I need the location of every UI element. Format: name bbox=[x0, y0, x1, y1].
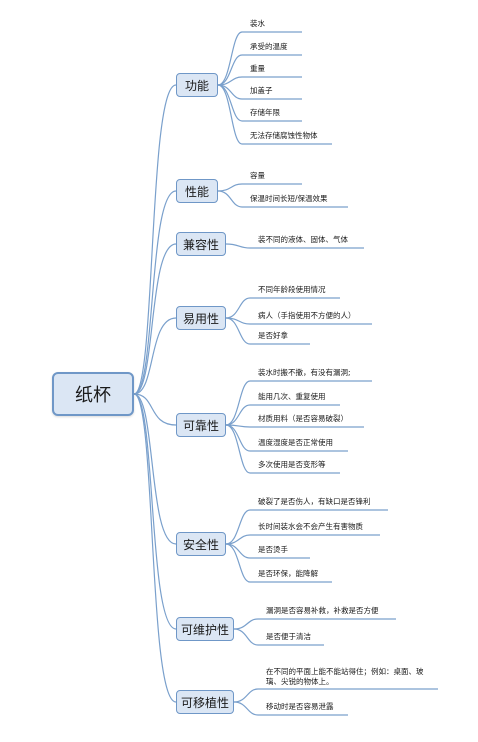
leaf-node[interactable]: 能用几次、重复使用 bbox=[258, 392, 326, 401]
branch-to-leaf-line bbox=[225, 543, 332, 583]
branch-to-leaf-line bbox=[217, 190, 348, 208]
branch-to-leaf-line bbox=[225, 424, 340, 474]
leaf-node[interactable]: 加盖子 bbox=[250, 86, 273, 95]
leaf-node[interactable]: 保温时间长短/保温效果 bbox=[250, 194, 328, 203]
branch-to-leaf-line bbox=[233, 701, 348, 716]
branch-to-leaf-line bbox=[217, 31, 302, 86]
leaf-node[interactable]: 存储年限 bbox=[250, 108, 280, 117]
leaf-node[interactable]: 破裂了是否伤人，有缺口是否锋利 bbox=[258, 497, 371, 506]
leaf-node[interactable]: 装水时搬不撒，有没有漏洞; bbox=[258, 368, 351, 377]
leaf-node[interactable]: 容量 bbox=[250, 171, 265, 180]
leaf-node[interactable]: 温度湿度是否正常使用 bbox=[258, 438, 333, 447]
branch-node[interactable]: 功能 bbox=[176, 73, 218, 97]
leaf-node[interactable]: 不同年龄段使用情况 bbox=[258, 285, 326, 294]
branch-to-leaf-line bbox=[225, 380, 372, 426]
leaf-node[interactable]: 是否便于清洁 bbox=[266, 632, 311, 641]
leaf-node[interactable]: 在不同的平面上能不能站得住；例如：桌面、玻璃、尖锐的物体上。 bbox=[266, 667, 424, 686]
root-to-branch-line bbox=[133, 317, 177, 395]
leaf-node[interactable]: 无法存储腐蚀性物体 bbox=[250, 131, 318, 140]
branch-to-leaf-line bbox=[233, 618, 396, 630]
leaf-node[interactable]: 材质用料（是否容易破裂） bbox=[258, 414, 348, 423]
leaf-node[interactable]: 病人（手指使用不方便的人） bbox=[258, 311, 356, 320]
branch-to-leaf-line bbox=[217, 84, 332, 145]
branch-to-leaf-line bbox=[225, 424, 364, 428]
root-to-branch-line bbox=[133, 393, 177, 630]
branch-node[interactable]: 易用性 bbox=[176, 306, 226, 330]
root-to-branch-line bbox=[133, 393, 177, 426]
leaf-node[interactable]: 漏洞是否容易补救，补救是否方便 bbox=[266, 606, 379, 615]
leaf-node[interactable]: 装不同的液体、固体、气体 bbox=[258, 235, 348, 244]
branch-node[interactable]: 兼容性 bbox=[176, 232, 226, 256]
leaf-node[interactable]: 承受的温度 bbox=[250, 42, 288, 51]
root-to-branch-line bbox=[133, 393, 177, 703]
leaf-node[interactable]: 是否环保，能降解 bbox=[258, 569, 318, 578]
branch-node[interactable]: 性能 bbox=[176, 179, 218, 203]
branch-to-leaf-line bbox=[225, 297, 340, 319]
leaf-node[interactable]: 装水 bbox=[250, 19, 265, 28]
branch-to-leaf-line bbox=[225, 317, 310, 345]
leaf-node[interactable]: 多次使用是否变形等 bbox=[258, 460, 326, 469]
branch-to-leaf-line bbox=[225, 243, 364, 249]
leaf-node[interactable]: 是否烫手 bbox=[258, 545, 288, 554]
leaf-node[interactable]: 长时间装水会不会产生有害物质 bbox=[258, 522, 363, 531]
branch-to-leaf-line bbox=[233, 628, 324, 646]
leaf-node[interactable]: 是否好拿 bbox=[258, 331, 288, 340]
branch-to-leaf-line bbox=[233, 688, 438, 703]
branch-to-leaf-line bbox=[217, 54, 302, 86]
root-to-branch-line bbox=[133, 393, 177, 545]
branch-node[interactable]: 安全性 bbox=[176, 532, 226, 556]
branch-node[interactable]: 可维护性 bbox=[176, 617, 234, 641]
branch-to-leaf-line bbox=[225, 509, 388, 545]
root-to-branch-line bbox=[133, 190, 177, 395]
branch-to-leaf-line bbox=[225, 404, 340, 426]
leaf-node[interactable]: 移动时是否容易泄露 bbox=[266, 702, 334, 711]
root-to-branch-line bbox=[133, 84, 177, 395]
branch-node[interactable]: 可移植性 bbox=[176, 690, 234, 714]
branch-to-leaf-line bbox=[225, 534, 380, 545]
root-node[interactable]: 纸杯 bbox=[52, 372, 134, 416]
leaf-node[interactable]: 重量 bbox=[250, 64, 265, 73]
root-to-branch-line bbox=[133, 243, 177, 395]
branch-to-leaf-line bbox=[217, 76, 302, 86]
branch-to-leaf-line bbox=[217, 183, 302, 192]
branch-node[interactable]: 可靠性 bbox=[176, 413, 226, 437]
